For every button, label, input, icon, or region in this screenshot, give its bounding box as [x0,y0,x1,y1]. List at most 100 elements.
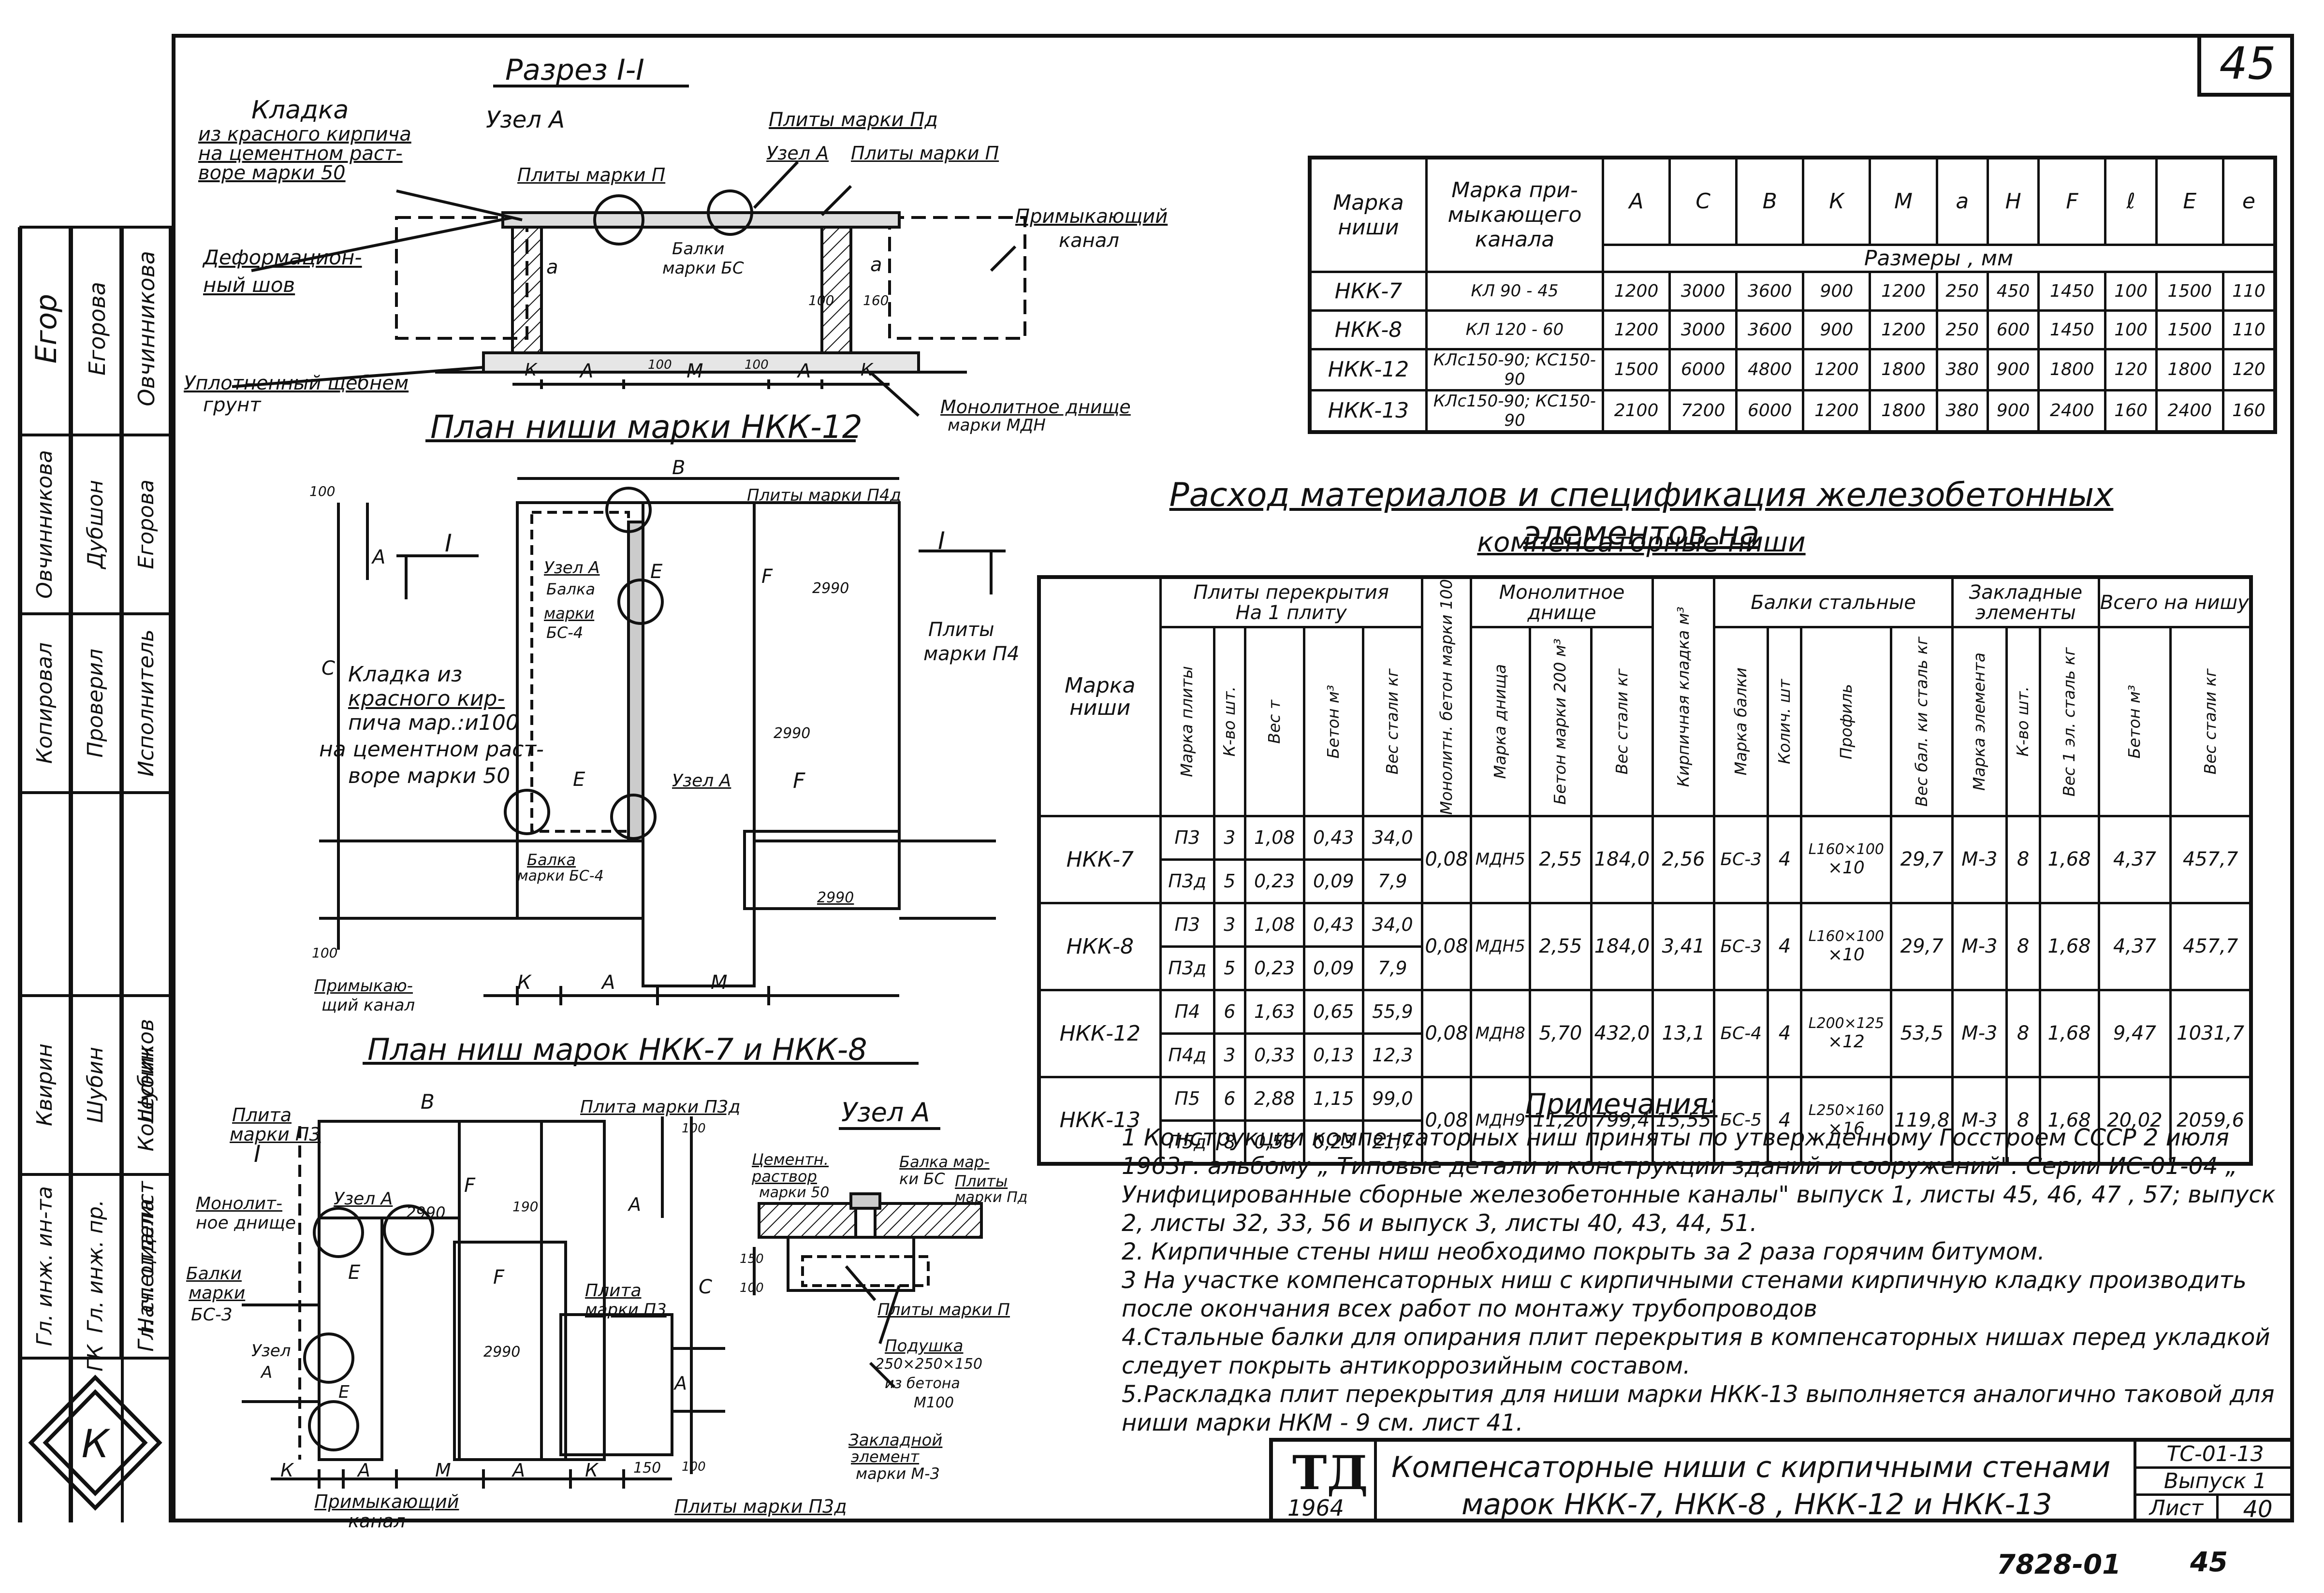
strip-role: Исполнитель [134,629,159,777]
spec-cell-total-concrete: 9,47 [2097,988,2172,1078]
spec-cell-slab: 0,23 [1302,1119,1364,1165]
sizes-cell: 110 [2222,309,2277,350]
spec-h-monolith: Монолитн. бетон марки 100 [1420,576,1472,817]
spec-h-emb-weight: Вес 1 эл. сталь кг [2038,626,2100,817]
spec-h-concrete: Бетон м³ [1302,626,1364,817]
nodea-title: Узел А [841,1097,930,1128]
spec-cell-slab: 99,0 [1361,1075,1423,1122]
plan12-dim-M: М [711,971,728,994]
title-line-1: Компенсаторные ниши с кирпичными стенами [1391,1450,2111,1484]
section-slabs-p: Плиты марки П [517,164,666,186]
sizes-col: F [2037,156,2107,246]
spec-cell-bottom-concrete: 2,55 [1528,901,1593,991]
spec-h-beams: Балки стальные [1712,576,1954,629]
spec-cell-total-steel: 1031,7 [2169,988,2252,1078]
spec-cell-emb-weight: 1,68 [2038,814,2100,904]
dim-100b: 100 [648,358,672,372]
plan78-dim-100: 100 [682,1121,706,1136]
sizes-cell: 900 [1986,348,2040,391]
sizes-cell: 160 [2222,389,2277,433]
plan12-slabs-top: Плиты марки П4д [747,486,902,505]
plan78-dim-2990b: 2990 [483,1344,521,1361]
section-deform-2: ный шов [203,273,295,297]
strip-role-head: Нач. отдела [134,1199,159,1334]
profile-line: ×10 [1827,858,1865,878]
spec-cell-slab: 12,3 [1361,1032,1423,1078]
sizes-col: а [1935,156,1989,246]
spec-h-qty: К-во шт. [1213,626,1246,817]
spec-cell-emb-weight: 1,68 [2038,1075,2100,1165]
spec-cell-slab: 8 [1213,1119,1246,1165]
dim-100: 100 [808,292,834,308]
plan78-dim-K: К [280,1460,293,1481]
plan12-dim-E: Е [573,768,585,791]
note-item: 1 Конструкции компенсаторных ниш приняты… [1122,1124,2276,1237]
spec-cell-slab: 0,58 [1243,1119,1305,1165]
plan12-dim-2990c: 2990 [817,889,854,906]
spec-cell-slab: 5 [1213,858,1246,904]
plan12-node-a: Узел А [544,558,600,578]
sizes-cell-channel: КЛ 120 - 60 [1425,309,1604,350]
spec-cell-beam-mark: БС-3 [1712,901,1769,991]
spec-cell-profile: L250×160×16 [1800,1075,1893,1165]
plan78-dim-B: В [421,1090,435,1114]
section-monolith-1: Монолитное днище [940,396,1131,418]
plan78-dim-C: С [699,1276,712,1298]
nodea-pad-4: М100 [914,1394,954,1411]
spec-cell-profile: L160×100×10 [1800,814,1893,904]
strip-name: Дубшон [83,480,108,569]
spec-cell-slab: 21,7 [1361,1119,1423,1165]
spec-cell-slab: П4д [1159,1032,1216,1078]
spec-cell-brick: 15,55 [1652,1075,1715,1165]
sizes-cell: 1800 [2037,348,2107,391]
plan78-slab2-2: марки П3 [585,1300,667,1319]
spec-cell-emb-qty: 8 [2005,901,2041,991]
spec-cell-slab: П3 [1159,814,1216,861]
spec-cell-slab: 3 [1213,1032,1246,1078]
sizes-cell: 2100 [1601,389,1671,433]
sizes-cell: 7200 [1668,389,1738,433]
sizes-cell: 2400 [2155,389,2224,433]
spec-cell-beam-mark: БС-5 [1712,1075,1769,1165]
plan78-node-a: Узел А [334,1189,393,1209]
plan12-section-I2: I [938,527,945,555]
spec-h-emb-mark: Марка элемента [1951,626,2008,817]
nodea-embedded-2: элемент [851,1448,920,1466]
spec-cell-total-steel: 457,7 [2169,901,2252,991]
nodea-pad-2: 250×250×150 [875,1356,983,1373]
plan12-masonry-5: воре марки 50 [348,764,511,788]
spec-h-beam-mark: Марка балки [1712,626,1769,817]
spec-h-beam-weight: Вес бал. ки сталь кг [1890,626,1954,817]
plan12-dim-100: 100 [309,483,336,499]
plan12-masonry-1: Кладка из [348,662,463,687]
nodea-slabs-pd-1: Плиты [955,1172,1008,1190]
spec-h-bottom-steel: Вес стали кг [1590,626,1654,817]
title-codes: ТС-01-13 Выпуск 1 Лист 40 [2134,1442,2294,1523]
plan78-dim-100b: 100 [682,1460,706,1474]
sizes-cell: 1200 [1802,348,1871,391]
spec-cell-beam-qty: 4 [1767,1075,1803,1165]
plan78-dim-A3: А [358,1460,370,1481]
plan78-dim-F2: F [493,1266,505,1289]
spec-h-weight: Вес т [1243,626,1305,817]
plan78-dim-150: 150 [633,1460,661,1477]
plan12-beam-mark-2: БС-4 [546,623,584,642]
spec-cell-slab: 0,23 [1243,858,1305,904]
strip-role: Проверил [83,649,108,758]
spec-cell-beam-qty: 4 [1767,814,1803,904]
spec-h-steel: Вес стали кг [1361,626,1423,817]
spec-cell-bottom-concrete: 11,20 [1528,1075,1593,1165]
sizes-cell: 1450 [2037,309,2107,350]
spec-cell-slab: 0,43 [1302,901,1364,948]
sizes-cell: 900 [1802,270,1871,312]
spec-cell-slab: 1,63 [1243,988,1305,1035]
spec-cell-profile: L200×125×12 [1800,988,1893,1078]
